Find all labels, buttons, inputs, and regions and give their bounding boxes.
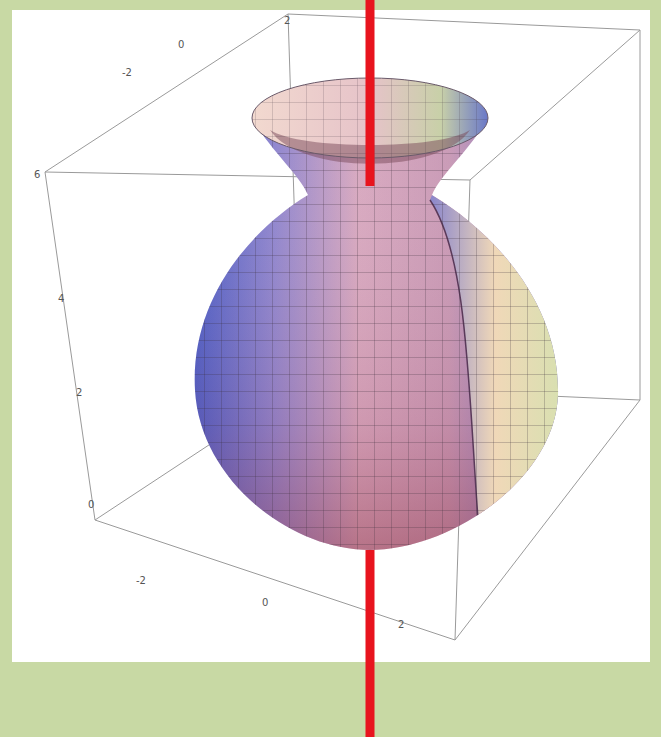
axis-tick-label: -2 (122, 68, 132, 78)
axis-tick-label: 4 (58, 294, 64, 304)
axis-tick-label: 0 (262, 598, 268, 608)
axis-tick-label: -2 (136, 576, 146, 586)
axis-tick-label: 2 (76, 388, 82, 398)
axis-tick-label: 2 (398, 620, 404, 630)
axis-tick-label: 0 (88, 500, 94, 510)
axis-tick-label: 6 (34, 170, 40, 180)
axis-tick-label: 2 (284, 16, 290, 26)
axis-tick-label: 0 (178, 40, 184, 50)
